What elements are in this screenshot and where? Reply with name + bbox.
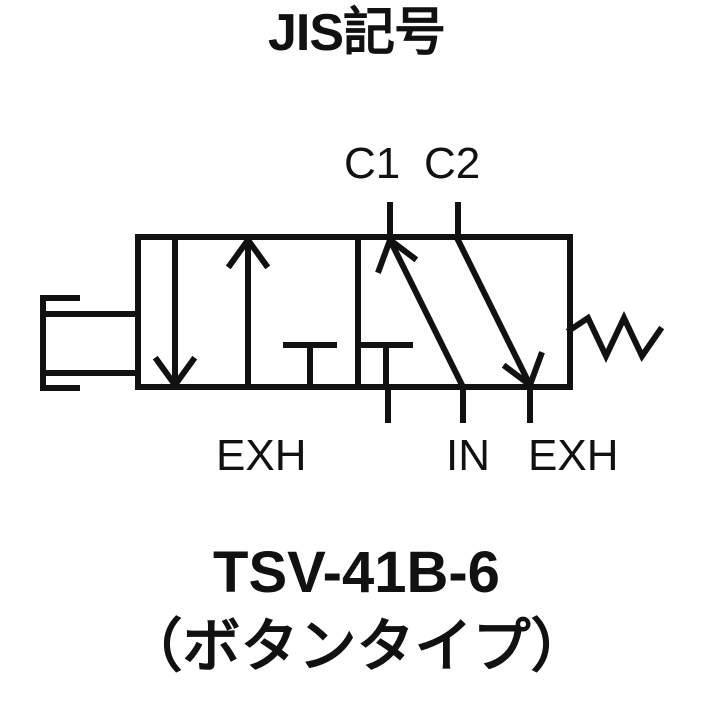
blocked-port-tee-right-icon xyxy=(359,342,413,390)
spring-icon xyxy=(565,310,665,364)
page-title: JIS記号 xyxy=(267,4,446,62)
model-type-note: （ボタンタイプ） xyxy=(124,614,589,679)
label-c2: C2 xyxy=(424,139,481,188)
blocked-port-tee-left-icon xyxy=(283,342,337,390)
down-flow-arrow-icon xyxy=(152,237,198,391)
push-button-actuator-icon xyxy=(40,295,141,391)
up-flow-arrow-icon xyxy=(225,234,271,388)
diagonal-arrow-up-left-icon xyxy=(375,235,468,392)
model-number: TSV-41B-6 xyxy=(213,540,500,605)
label-in: IN xyxy=(446,431,490,480)
label-exh-right: EXH xyxy=(528,431,619,480)
label-c1: C1 xyxy=(344,139,401,188)
diagonal-arrow-down-right-icon xyxy=(453,235,545,390)
label-exh-left: EXH xyxy=(216,431,307,480)
